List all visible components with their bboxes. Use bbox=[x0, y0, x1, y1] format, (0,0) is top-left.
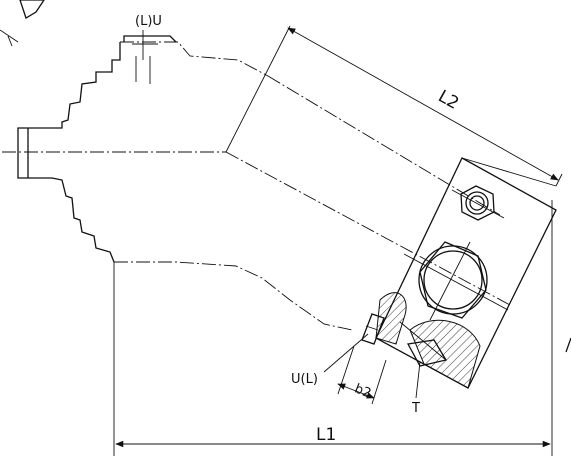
center-line-upper bbox=[267, 75, 501, 216]
edge-tick bbox=[565, 337, 571, 353]
label-b2: b2 bbox=[352, 381, 373, 401]
corner-fragment bbox=[0, 0, 45, 47]
leader-port-side bbox=[323, 333, 369, 373]
label-L2: L2 bbox=[435, 87, 462, 114]
label-port-top: (L)U bbox=[135, 14, 162, 29]
dimension-b2 bbox=[337, 345, 387, 405]
center-line-axis bbox=[225, 151, 511, 306]
label-port-side: U(L) bbox=[291, 372, 318, 387]
leader-port-T bbox=[415, 361, 421, 399]
motor-outline bbox=[17, 30, 353, 331]
label-port-T: T bbox=[411, 401, 420, 416]
hatched-section-lower bbox=[409, 319, 481, 389]
dimension-L2 bbox=[225, 25, 563, 187]
hatched-section bbox=[375, 292, 407, 345]
valve-block bbox=[361, 157, 557, 389]
dimension-L1 bbox=[113, 200, 553, 456]
label-L1: L1 bbox=[316, 425, 336, 445]
